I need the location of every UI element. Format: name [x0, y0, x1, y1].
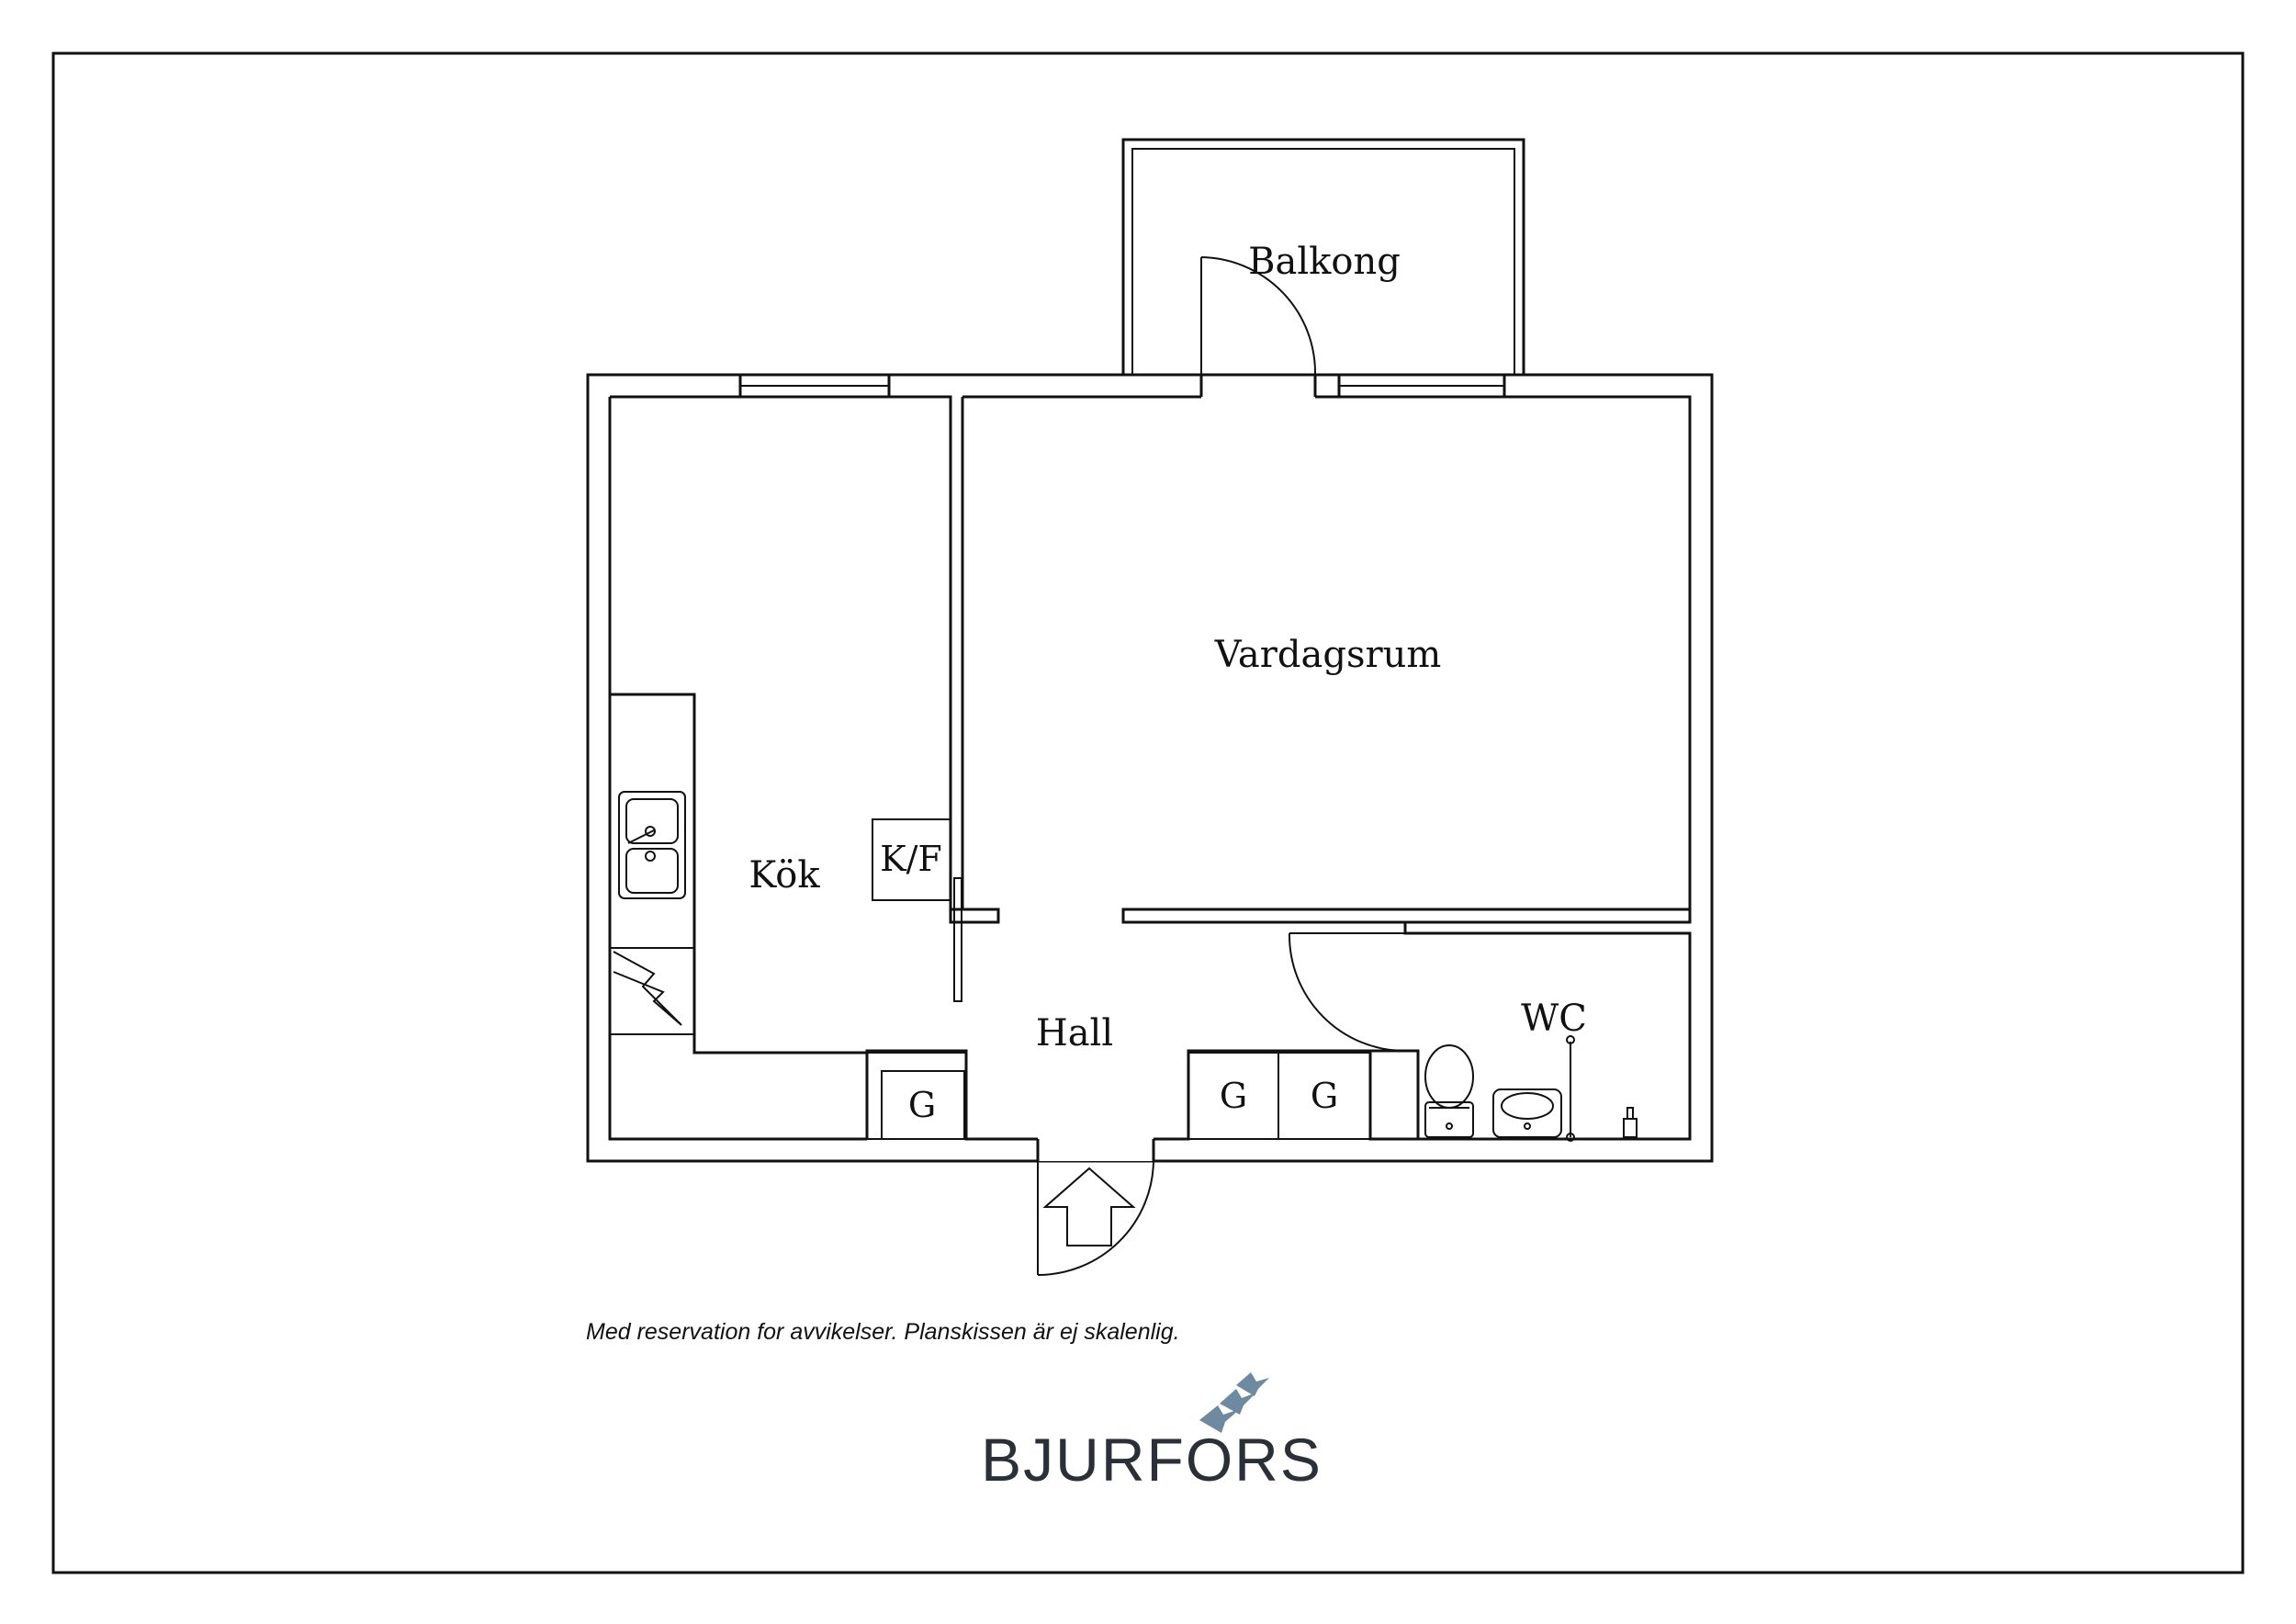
kitchen-counter [610, 693, 867, 1054]
room-label-wc: WC [1521, 998, 1587, 1040]
wc-door [1288, 932, 1406, 1052]
room-label-hall: Hall [1036, 1012, 1113, 1054]
brand-logo: BJURFORS [981, 1372, 1322, 1494]
wardrobe-2-label: G [1220, 1076, 1247, 1116]
wardrobes: G G G [866, 1052, 1371, 1140]
kf-label: K/F [880, 839, 942, 879]
inner-walls [608, 373, 1692, 1161]
entrance-door [1037, 1160, 1154, 1276]
toilet-icon [1424, 1044, 1474, 1138]
kitchen-door [953, 877, 962, 1002]
wardrobe-1-label: G [908, 1085, 936, 1125]
shower-icon [1566, 1035, 1575, 1142]
disclaimer-text: Med reservation for avvikelser. Planskis… [586, 1319, 1180, 1345]
balcony-door [1200, 256, 1317, 397]
entrance-arrow-icon [1042, 1167, 1136, 1246]
birds-icon [1199, 1372, 1269, 1433]
stove-icon [613, 951, 682, 1026]
room-label-vardagsrum: Vardagsrum [1214, 634, 1442, 676]
kitchen-sink [618, 791, 686, 899]
fridge-freezer: K/F [872, 818, 951, 901]
washbasin-icon [1492, 1088, 1562, 1138]
exterior-walls [586, 373, 1714, 1163]
room-label-kok: Kök [748, 854, 820, 897]
page-frame [51, 51, 2245, 1574]
room-label-balkong: Balkong [1248, 241, 1401, 283]
wardrobe-3-label: G [1311, 1076, 1338, 1116]
brand-name: BJURFORS [981, 1426, 1322, 1494]
floor-drain-icon [1623, 1107, 1638, 1138]
